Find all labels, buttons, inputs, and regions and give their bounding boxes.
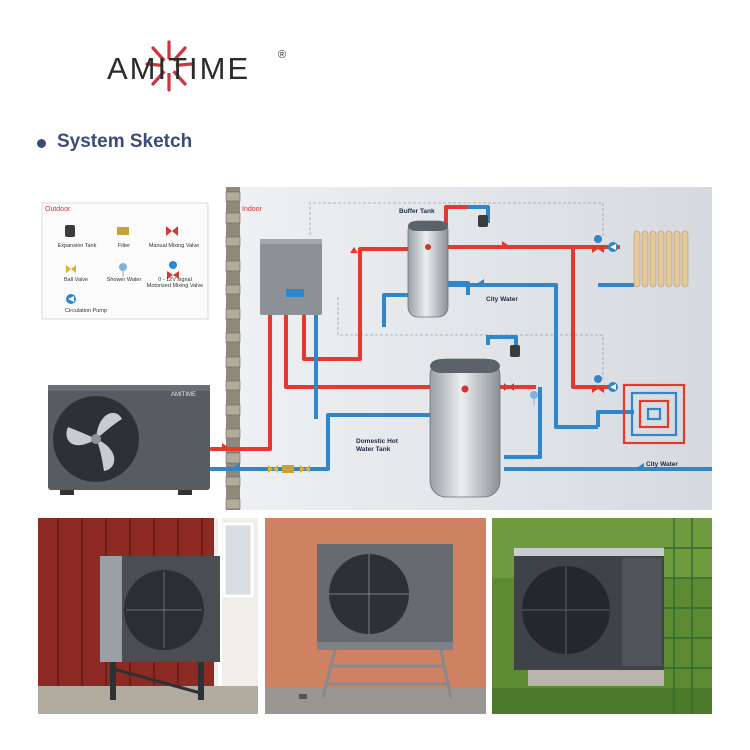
- shower-icon: [530, 391, 538, 405]
- indoor-control-unit: [260, 239, 322, 315]
- signal-lines: [309, 202, 604, 379]
- heat-pump-photo-garden: [492, 518, 712, 714]
- legend-box: [41, 202, 209, 320]
- ball-valve-icon: [66, 265, 76, 273]
- motorized-mixing-valve-icon: [592, 375, 604, 393]
- expansion-tank-icon: [478, 215, 488, 227]
- domestic-hot-water-tank: [429, 358, 501, 498]
- outdoor-label: Outdoor: [45, 206, 71, 213]
- buffer-tank: [407, 220, 449, 318]
- expansion-tank-icon: [65, 225, 75, 237]
- registered-mark: ®: [278, 49, 287, 61]
- legend-label-filter: Filter: [117, 243, 131, 249]
- city-water-label-bottom: City Water: [646, 461, 678, 468]
- section-title: System Sketch: [57, 131, 193, 152]
- heat-pump-photo-on-stand: [265, 518, 486, 714]
- manual-mixing-valve-icon: [166, 226, 178, 236]
- city-water-label-top: City Water: [486, 296, 518, 303]
- legend-label-expansion-tank: Expansion Tank: [57, 243, 97, 249]
- legend-label-ball-valve: Ball Valve: [63, 277, 89, 283]
- brick-wall: [225, 187, 241, 510]
- legend-label-circulation-pump: Circulation Pump: [65, 308, 107, 314]
- floor-heating-coil: [622, 383, 686, 445]
- filter-icon: [282, 465, 294, 473]
- outdoor-heat-pump-unit: [48, 385, 210, 495]
- indoor-label: Indoor: [242, 206, 262, 213]
- amitime-logo-mark: [145, 40, 193, 92]
- motorized-mixing-valve-icon: [592, 235, 604, 253]
- ball-valve-icon: [268, 465, 278, 473]
- shower-icon: [119, 263, 127, 277]
- motorized-mixing-valve-icon: [167, 261, 179, 279]
- system-sketch-diagram: [38, 187, 712, 510]
- ball-valve-icon: [300, 465, 310, 473]
- legend-label-motorized-mixing-valve: 0 - 12V signal Motorized Mixing Valve: [146, 277, 204, 289]
- section-bullet: [37, 139, 46, 148]
- fan-blades: [66, 412, 122, 471]
- unit-brand-label: AMITIME: [171, 392, 196, 398]
- cold-flow-arrows: [234, 279, 644, 471]
- buffer-tank-label: Buffer Tank: [399, 208, 435, 215]
- dhw-tank-label: Domestic Hot Water Tank: [356, 438, 398, 453]
- legend-label-manual-mixing-valve: Manual Mixing Valve: [148, 243, 200, 249]
- circulation-pump-icon: [608, 242, 618, 252]
- heat-pump-photo-red-wall: [38, 518, 258, 714]
- expansion-tank-icon: [510, 345, 520, 357]
- manual-mixing-valve-icon: [504, 383, 514, 391]
- legend-label-shower-water: Shower Water: [106, 277, 142, 283]
- brand-name: AMITIME: [107, 51, 251, 86]
- radiator: [633, 230, 689, 288]
- filter-icon: [117, 227, 129, 235]
- circulation-pump-icon: [66, 294, 76, 304]
- circulation-pump-icon: [608, 382, 618, 392]
- hot-flow-arrows: [222, 241, 508, 451]
